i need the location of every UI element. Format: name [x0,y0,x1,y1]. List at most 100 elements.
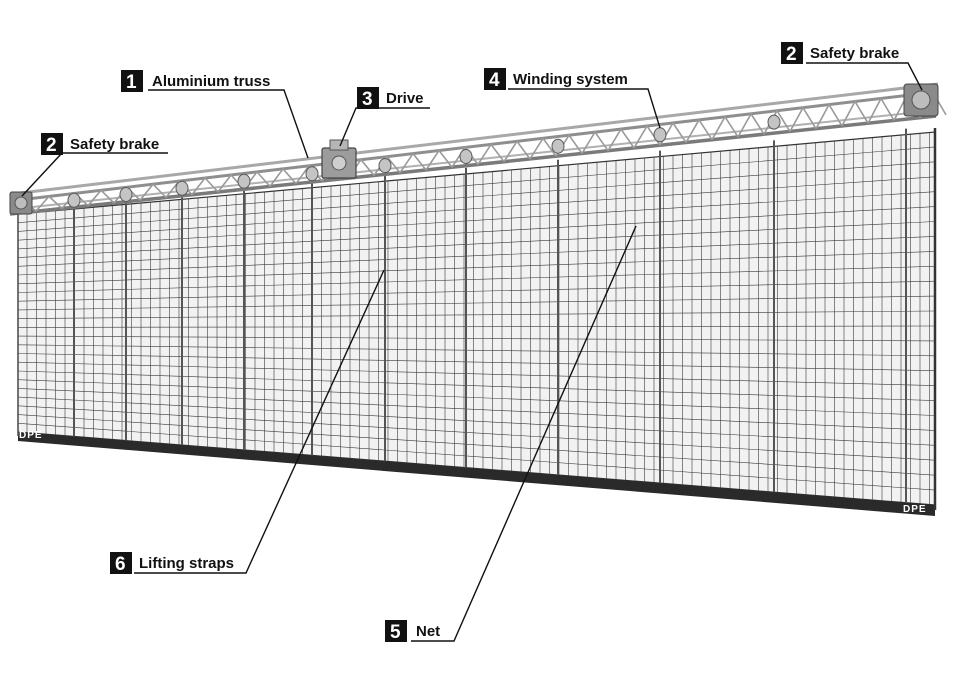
leader-line [806,62,923,91]
truss-diagonal [529,136,557,160]
spool-icon [459,149,473,164]
callout-label: Safety brake [810,45,899,62]
callout-number: 2 [46,135,57,156]
net-horizontal-line [17,396,936,446]
callout-safety-brake-right: 2 Safety brake [781,42,923,91]
spool-icon [767,114,781,130]
brand-mark-right: DPE [903,504,927,515]
truss-diagonal [35,195,63,212]
callout-label: Safety brake [70,136,159,153]
spool-icon [119,187,133,202]
truss-diagonal [711,115,739,141]
callout-number-badge [484,68,506,90]
net-horizontal-line [17,221,936,267]
net-bottom-rail [18,432,935,516]
leader-line [134,269,385,574]
spool-icon [67,192,81,208]
truss-top-chord-front [9,90,937,203]
callout-label: Winding system [513,71,628,88]
net-horizontal-line [17,335,936,342]
net-horizontal-line [17,280,936,302]
net-horizontal-line [17,295,936,311]
callout-number-badge [110,552,132,574]
spool-icon [237,173,251,189]
truss-diagonal [867,96,895,124]
net-horizontal-line [17,191,936,250]
truss-diagonal [685,118,713,143]
spool-icon [551,138,565,154]
callout-number-badge [357,87,379,109]
truss-diagonal [87,189,115,207]
callout-number: 5 [390,622,401,643]
brake-disc [14,196,28,210]
callout-safety-brake-left: 2 Safety brake [21,133,168,197]
net-horizontal-line [17,361,936,386]
net-horizontal-line [17,379,936,416]
safety-brake-right [903,83,939,117]
callout-drive: 3 Drive [339,87,430,147]
truss-bottom-chord-back [13,109,939,210]
truss-diagonal [607,127,635,152]
aluminium-truss [9,82,947,216]
callout-net: 5 Net [385,225,637,643]
net: DPE DPE [17,128,937,516]
spool-icon [378,158,392,174]
callout-number-badge [41,133,63,155]
net-horizontal-line [17,388,936,431]
net-horizontal-line [17,266,936,293]
callout-label: Lifting straps [139,555,234,572]
truss-diagonal [789,106,817,132]
callout-number: 1 [126,72,137,93]
winding-spools [67,114,781,208]
safety-brake-left [9,191,33,215]
callout-number-badge [121,70,143,92]
truss-diagonal [373,155,401,176]
net-horizontal-line [17,370,936,401]
net-horizontal-line [17,353,936,371]
net-horizontal-line [17,251,936,285]
net-horizontal-line [17,325,936,328]
truss-diagonal [503,139,531,163]
net-horizontal-line [17,146,936,223]
net-horizontal-line [17,236,936,276]
callout-number: 6 [115,554,126,575]
spool-icon [305,166,319,182]
truss-bottom-chord [9,114,937,216]
callout-label: Drive [386,90,424,107]
net-horizontal-line [17,161,936,232]
truss-diagonal [581,130,609,154]
motor-shaft [331,155,347,171]
callout-number-badge [781,42,803,64]
truss-diagonal [815,102,843,130]
net-horizontal-line [17,423,936,491]
motor-gearbox [329,139,349,151]
lifting-straps [73,128,907,505]
net-horizontal-line [17,206,936,258]
truss-diagonal [841,99,869,127]
truss-diagonal [425,149,453,171]
net-horizontal-line [17,176,936,241]
callout-number: 3 [362,89,373,110]
spool-icon [653,127,667,143]
net-horizontal-line [17,310,936,319]
brake-disc [911,90,931,110]
leader-line [148,89,309,159]
net-horizontal-line [17,414,936,476]
drive-unit [321,139,357,179]
callout-label: Net [416,623,440,640]
callout-lifting-straps: 6 Lifting straps [110,269,385,575]
spool-icon [175,180,189,196]
net-grid [17,132,936,505]
truss-diagonal [269,167,297,187]
callout-number: 2 [786,44,797,65]
truss-diagonal [191,176,219,196]
truss-diagonal [737,112,765,138]
leader-line [411,225,637,642]
truss-diagonal [451,146,479,168]
truss-diagonal [399,152,427,174]
net-horizontal-line [17,405,936,461]
net-horizontal-line [17,344,936,357]
truss-top-chord-back [11,82,939,196]
callout-number: 4 [489,70,500,91]
